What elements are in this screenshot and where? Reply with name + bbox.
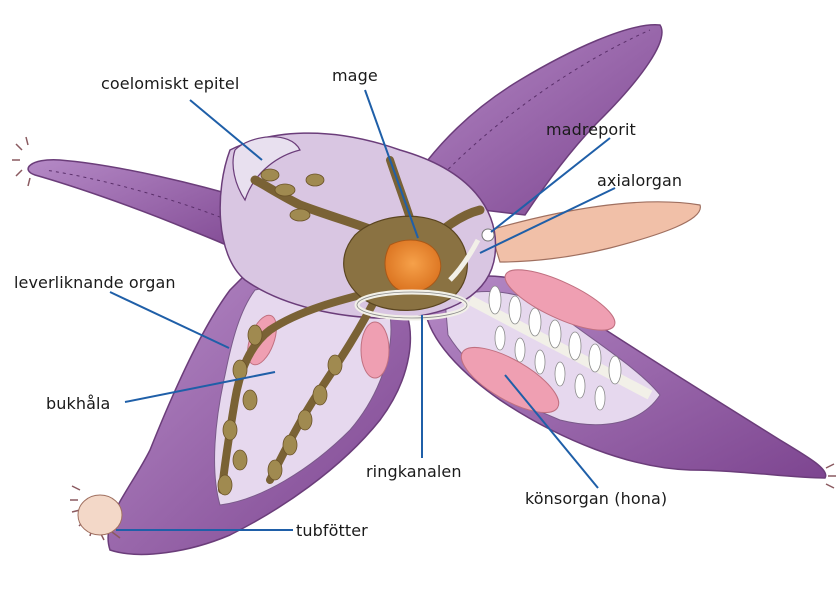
label-axial-organ: axialorgan xyxy=(597,171,682,190)
label-body-cavity: bukhåla xyxy=(46,394,110,413)
label-coelomic-epithelium: coelomiskt epitel xyxy=(101,74,239,93)
label-stomach: mage xyxy=(332,66,378,85)
label-ring-canal: ringkanalen xyxy=(366,462,462,481)
label-madreporite: madreporit xyxy=(546,120,636,139)
pointer-coelomic-epithelium xyxy=(190,100,262,160)
label-gonad: könsorgan (hona) xyxy=(525,489,667,508)
tube-feet-left-tip xyxy=(12,137,30,186)
tube-feet-right-tip xyxy=(826,464,836,488)
stomach-inner xyxy=(385,240,441,292)
gonad-left xyxy=(361,322,389,378)
label-liver-organ: leverliknande organ xyxy=(14,273,176,292)
tube-feet-cluster xyxy=(78,495,122,535)
label-tube-feet: tubfötter xyxy=(296,521,368,540)
